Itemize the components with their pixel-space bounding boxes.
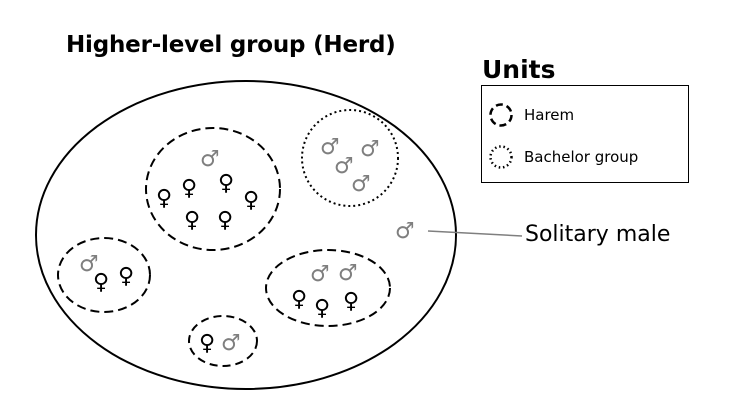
units-title: Units: [482, 55, 556, 84]
female-symbol: ♀: [181, 176, 197, 201]
male-symbol: ♂: [320, 135, 340, 160]
female-symbol: ♀: [243, 188, 259, 213]
legend-item-bachelor: Bachelor group: [488, 144, 638, 170]
female-symbol: ♀: [217, 208, 233, 233]
female-symbol: ♀: [184, 208, 200, 233]
harem-4: [188, 315, 258, 367]
bachelor-group: [301, 109, 399, 207]
units-legend: Harem Bachelor group: [481, 85, 689, 183]
female-symbol: ♀: [314, 296, 330, 321]
harem-2: [57, 237, 151, 313]
herd-title: Higher-level group (Herd): [66, 32, 396, 58]
female-symbol: ♀: [343, 289, 359, 314]
legend-label-harem: Harem: [524, 106, 575, 124]
harem-3: [265, 249, 391, 327]
solitary-male-symbol: ♂: [395, 219, 415, 244]
harem-1: [145, 127, 281, 251]
dotted-circle-icon: [489, 145, 513, 169]
male-symbol: ♂: [310, 262, 330, 287]
female-symbol: ♀: [199, 331, 215, 356]
female-symbol: ♀: [218, 171, 234, 196]
solitary-connector-line: [427, 230, 523, 237]
herd-ellipse: [35, 80, 457, 390]
male-symbol: ♂: [338, 261, 358, 286]
female-symbol: ♀: [118, 264, 134, 289]
legend-label-bachelor: Bachelor group: [524, 148, 639, 166]
female-symbol: ♀: [156, 186, 172, 211]
female-symbol: ♀: [291, 287, 307, 312]
dashed-circle-icon: [489, 103, 513, 127]
male-symbol: ♂: [200, 147, 220, 172]
solitary-male-label: Solitary male: [525, 222, 671, 247]
legend-item-harem: Harem: [488, 102, 574, 128]
male-symbol: ♂: [334, 154, 354, 179]
male-symbol: ♂: [351, 172, 371, 197]
male-symbol: ♂: [360, 137, 380, 162]
female-symbol: ♀: [93, 270, 109, 295]
male-symbol: ♂: [221, 331, 241, 356]
male-symbol: ♂: [79, 252, 99, 277]
